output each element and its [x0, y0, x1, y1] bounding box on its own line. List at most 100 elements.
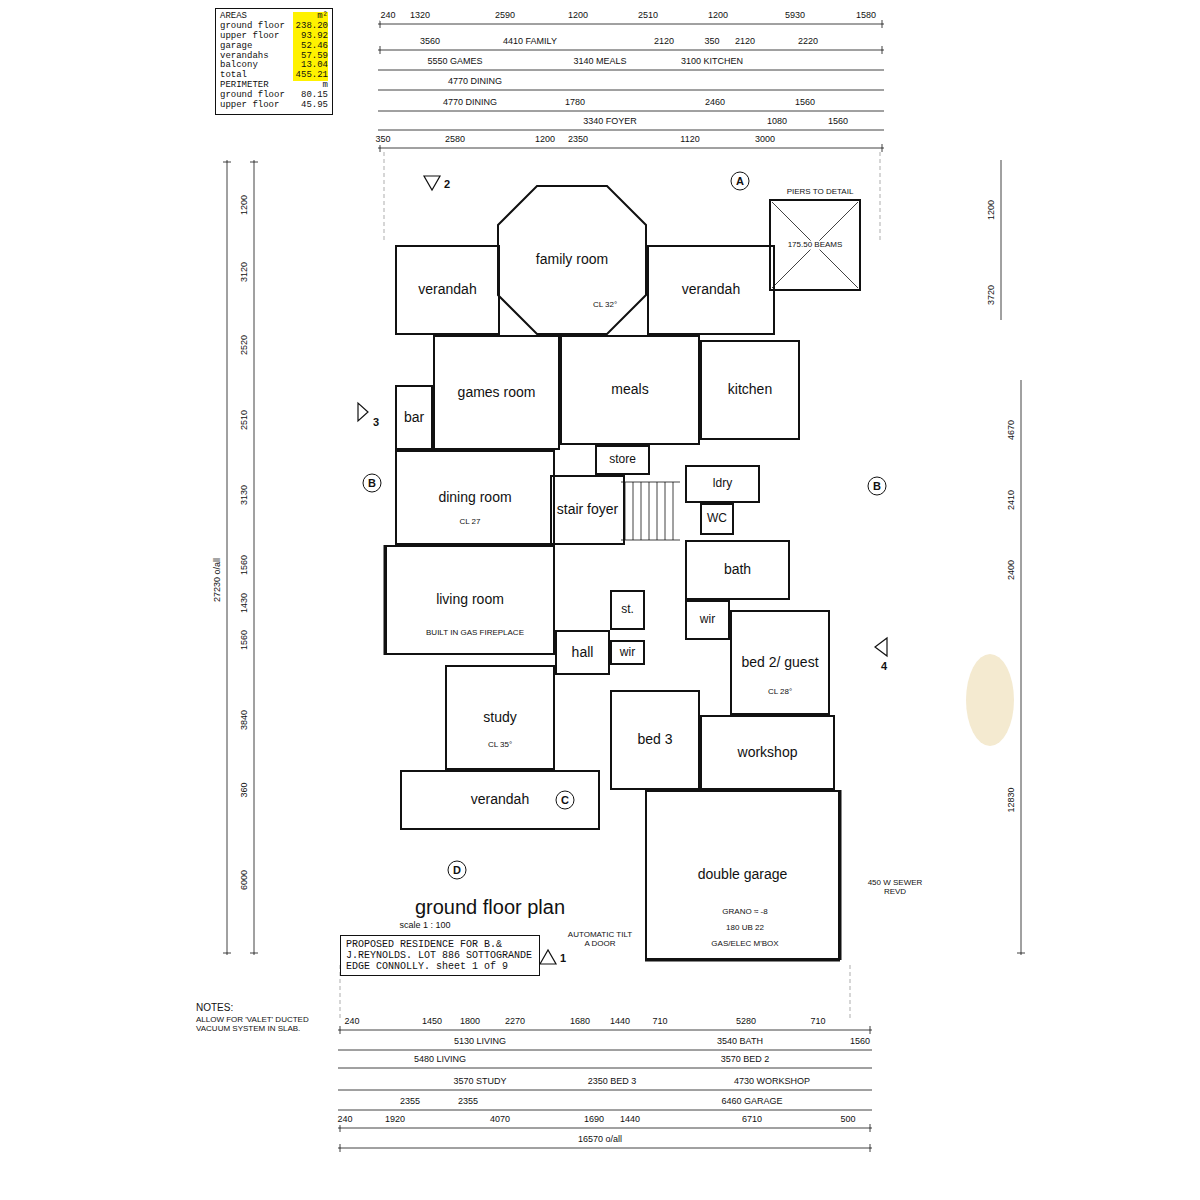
table-cell: 52.46	[293, 42, 328, 52]
dimension-text: 1560	[849, 1037, 871, 1047]
room-name: double garage	[698, 867, 788, 882]
dimension-text: 1560	[240, 629, 250, 651]
dimension-text: 2410	[1007, 489, 1017, 511]
room-outline: verandah	[400, 770, 600, 830]
table-cell: balcony	[220, 61, 287, 71]
dimension-text: 1200	[987, 199, 997, 221]
dimension-text: 3720	[987, 284, 997, 306]
room-outline: workshop	[700, 715, 835, 790]
door-note: AUTOMATIC TILT A DOOR	[564, 931, 636, 949]
room-name: games room	[458, 385, 536, 400]
dimension-text: 1560	[240, 554, 250, 576]
dimension-text: 27230 o/all	[213, 557, 223, 603]
dimension-text: 240	[336, 1115, 353, 1125]
ceiling-note: CL 28°	[767, 688, 793, 697]
room-name: st.	[621, 603, 634, 616]
balcony-frame	[770, 200, 860, 290]
section-marker: 2	[443, 178, 451, 190]
table-cell: verandahs	[220, 52, 287, 62]
section-circle	[448, 861, 466, 879]
dimension-text: 240	[379, 11, 396, 21]
room-outline: study	[445, 665, 555, 770]
table-cell: 80.15	[293, 91, 328, 101]
elevation-triangle	[358, 403, 368, 421]
dimension-line	[338, 1026, 872, 1152]
dimension-text: 240	[343, 1017, 360, 1027]
dimension-text: 5930	[784, 11, 806, 21]
dimension-text: 4770 DINING	[442, 98, 498, 108]
table-cell: total	[220, 71, 287, 81]
table-cell: upper floor	[220, 101, 287, 111]
title-block-text: PROPOSED RESIDENCE FOR B.& J.REYNOLDS. L…	[346, 939, 534, 972]
dimension-text: 1560	[827, 117, 849, 127]
dimension-text: 1080	[766, 117, 788, 127]
room-name: bath	[724, 562, 751, 577]
room-name: dining room	[438, 490, 511, 505]
section-circle	[363, 474, 381, 492]
section-marker: 4	[880, 660, 888, 672]
section-marker: D	[452, 864, 462, 876]
dimension-text: 12830	[1007, 786, 1017, 813]
section-marker: A	[735, 175, 745, 187]
dimension-text: 16570 o/all	[577, 1135, 623, 1145]
room-outline: ldry	[685, 465, 760, 503]
dimension-text: 4070	[489, 1115, 511, 1125]
dimension-text: 1560	[794, 98, 816, 108]
dimension-text: 2120	[734, 37, 756, 47]
scale-caption: scale 1 : 100	[399, 921, 450, 931]
dimension-text: 2460	[704, 98, 726, 108]
pier-note: PIERS TO DETAIL	[786, 188, 855, 197]
table-cell: garage	[220, 42, 287, 52]
note-text: ALLOW FOR 'VALET' DUCTED VACUUM SYSTEM I…	[195, 1016, 327, 1034]
room-outline: bath	[685, 540, 790, 600]
room-name: living room	[436, 592, 504, 607]
table-cell: 13.04	[293, 61, 328, 71]
room-name: ldry	[713, 477, 732, 490]
room-name: verandah	[471, 792, 529, 807]
room-outline: st.	[610, 590, 645, 630]
dimension-text: 1200	[534, 135, 556, 145]
table-cell: PERIMETER	[220, 81, 287, 91]
dimension-text: 350	[374, 135, 391, 145]
dimension-text: 2355	[399, 1097, 421, 1107]
table-cell: 57.59	[293, 52, 328, 62]
room-outline: kitchen	[700, 340, 800, 440]
dimension-text: 1780	[564, 98, 586, 108]
areas-table: AREASm²ground floor238.20upper floor93.9…	[215, 8, 333, 115]
extension-line	[340, 152, 880, 1020]
dimension-text: 1680	[569, 1017, 591, 1027]
dimension-text: 2510	[240, 409, 250, 431]
dimension-text: 3130	[240, 484, 250, 506]
room-outline: living room	[385, 545, 555, 655]
room-name: hall	[572, 645, 594, 660]
section-marker: 3	[372, 416, 380, 428]
dimension-text: 1450	[421, 1017, 443, 1027]
room-outline: dining room	[395, 450, 555, 545]
room-outline: wir	[685, 600, 730, 640]
dimension-text: 1800	[459, 1017, 481, 1027]
meter-box-note: GAS/ELEC M'BOX	[710, 940, 779, 949]
dimension-text: 4770 DINING	[447, 77, 503, 87]
dimension-text: 3840	[240, 709, 250, 731]
dimension-text: 1440	[619, 1115, 641, 1125]
room-outline: bed 2/ guest	[730, 610, 830, 715]
ceiling-note: CL 35°	[487, 741, 513, 750]
room-outline: hall	[555, 630, 610, 675]
dimension-text: 3570 BED 2	[720, 1055, 771, 1065]
room-outline: store	[595, 445, 650, 475]
table-cell: 45.95	[293, 101, 328, 111]
dimension-text: 710	[809, 1017, 826, 1027]
dimension-text: 350	[703, 37, 720, 47]
dimension-text: 2220	[797, 37, 819, 47]
room-name: family room	[536, 252, 608, 267]
paper-stain	[966, 654, 1014, 746]
dimension-text: 3560	[419, 37, 441, 47]
dimension-text: 6710	[741, 1115, 763, 1125]
lattice-lines	[772, 202, 858, 288]
plan-title: ground floor plan	[415, 896, 565, 918]
section-circle	[868, 477, 886, 495]
room-outline: bed 3	[610, 690, 700, 790]
dimension-text: 3570 STUDY	[452, 1077, 507, 1087]
room-name: wir	[620, 646, 635, 659]
